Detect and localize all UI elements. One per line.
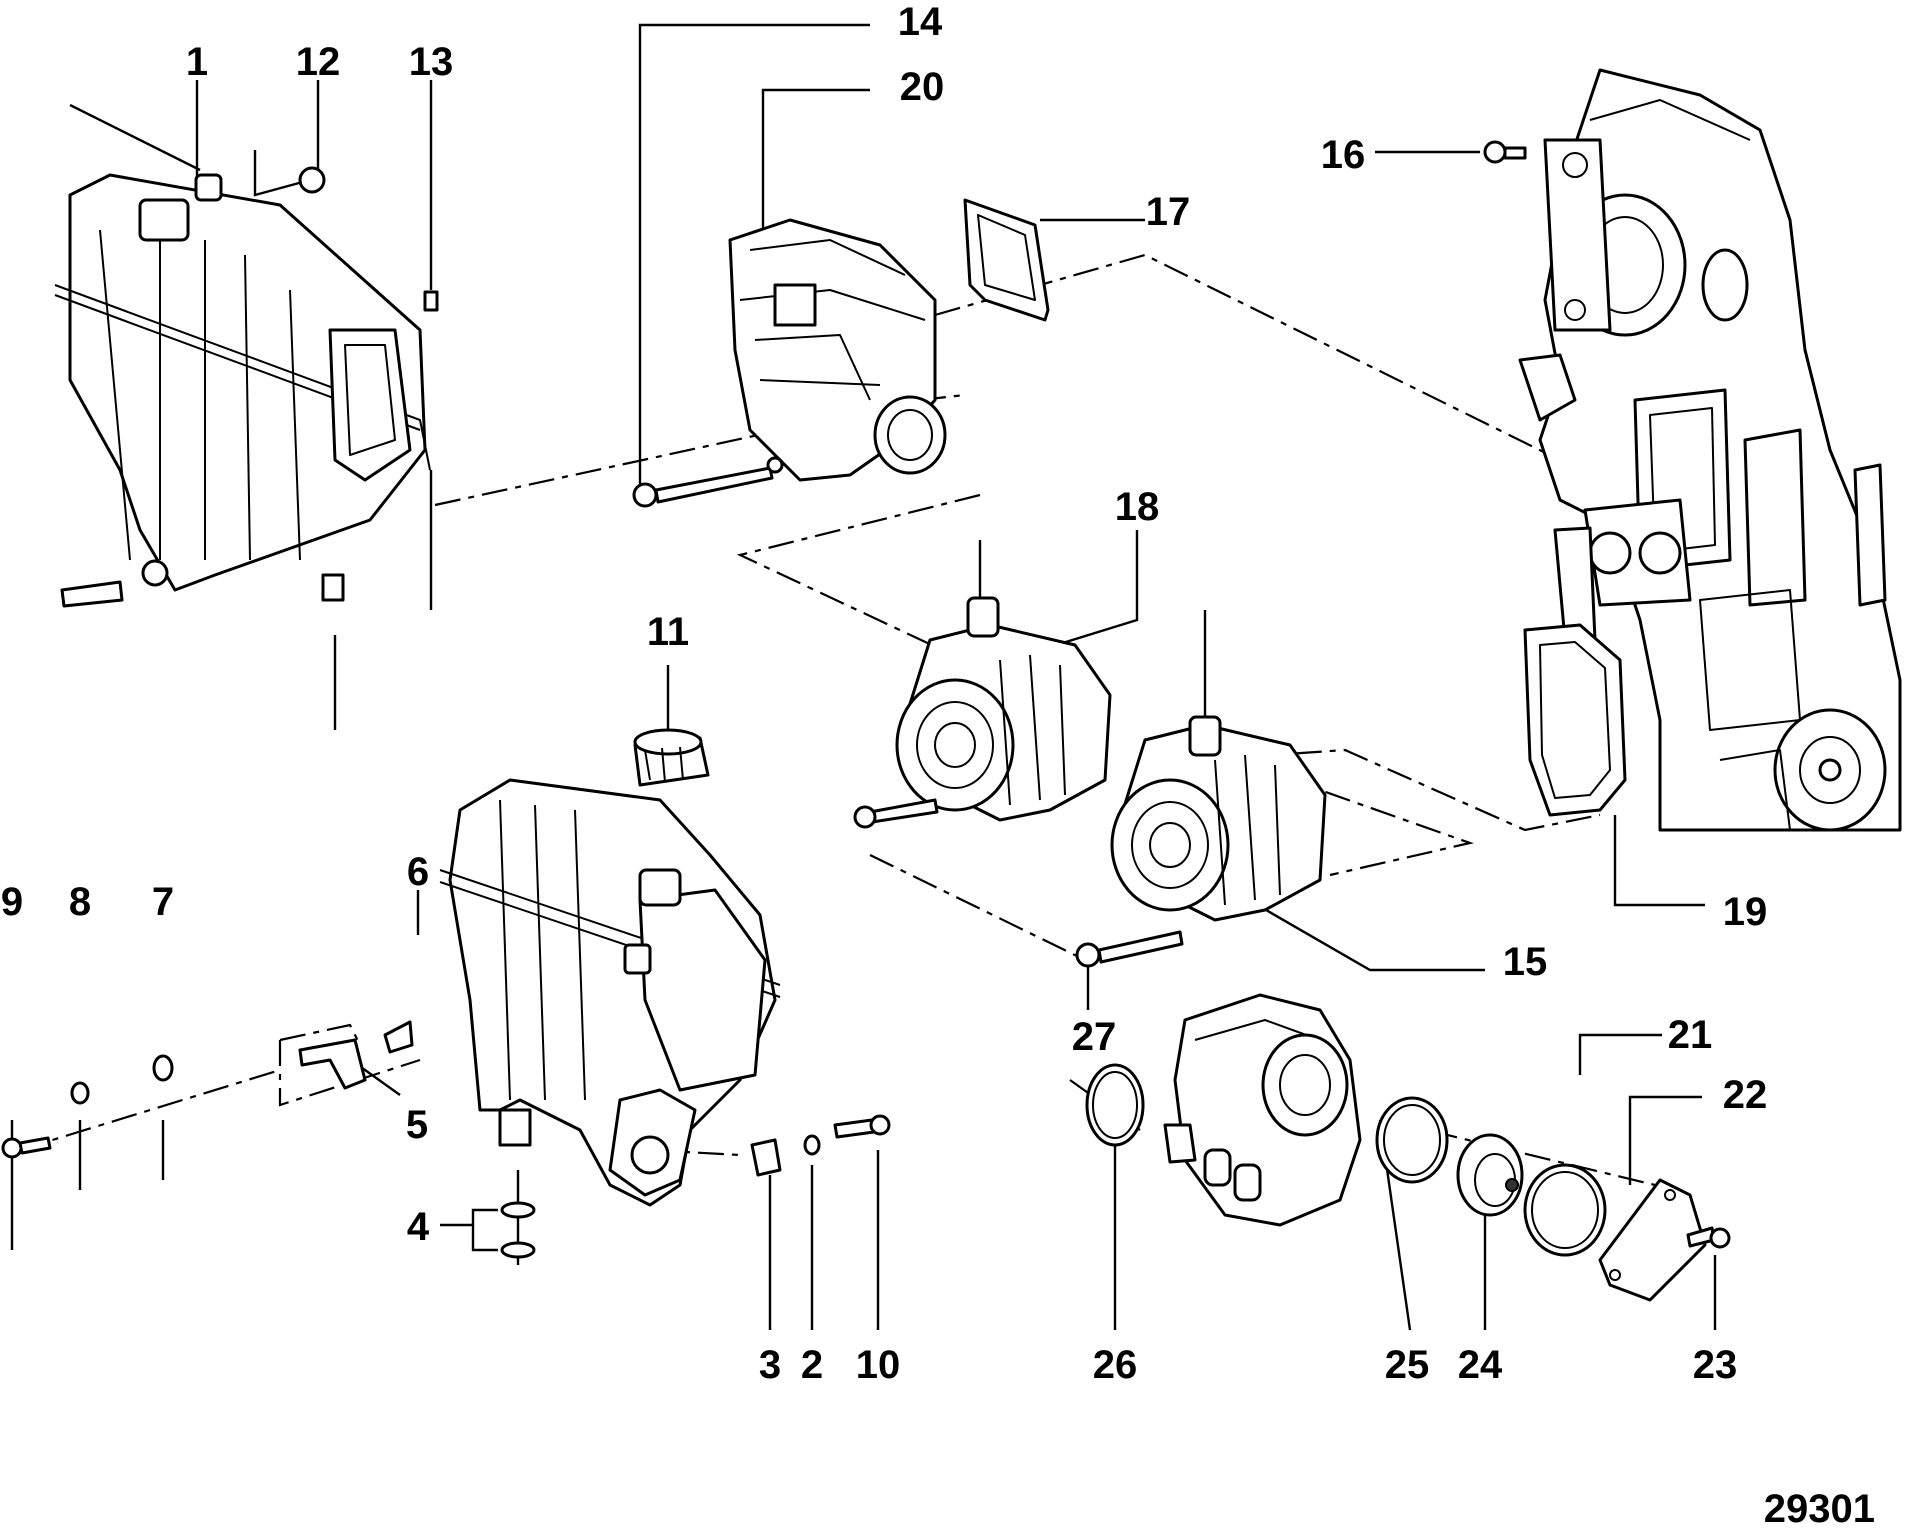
callout-23: 23 xyxy=(1693,1343,1738,1387)
figure-number: 29301 xyxy=(1764,1487,1875,1531)
hardware-7-8-9 xyxy=(1,1054,174,1159)
bolt-27 xyxy=(1075,930,1184,968)
callout-19: 19 xyxy=(1723,890,1768,934)
callout-26: 26 xyxy=(1093,1343,1138,1387)
coolant-reservoir-upper xyxy=(54,173,431,608)
bracket-5-6 xyxy=(298,1020,414,1090)
nut-12 xyxy=(298,166,326,194)
callout-5: 5 xyxy=(406,1103,428,1147)
callout-11: 11 xyxy=(647,610,689,654)
callout-18: 18 xyxy=(1115,485,1160,529)
callout-7: 7 xyxy=(152,880,174,924)
callout-13: 13 xyxy=(409,40,454,84)
callout-24: 24 xyxy=(1458,1343,1503,1387)
callout-1: 1 xyxy=(186,40,208,84)
callout-14: 14 xyxy=(898,0,943,44)
thermostat-housing-upper xyxy=(728,218,947,482)
callout-15: 15 xyxy=(1503,940,1548,984)
gasket-17 xyxy=(963,198,1050,322)
circulation-pump-18 xyxy=(853,596,1112,829)
stud-13 xyxy=(423,290,439,312)
cover-22 xyxy=(1598,1178,1707,1302)
callout-17: 17 xyxy=(1146,190,1191,234)
callout-6: 6 xyxy=(407,850,429,894)
thermostat-housing-lower xyxy=(1163,993,1362,1227)
filler-cap-11 xyxy=(633,728,710,787)
o-rings-4 xyxy=(500,1201,536,1259)
callout-2: 2 xyxy=(801,1343,823,1387)
callout-12: 12 xyxy=(296,40,341,84)
callout-21: 21 xyxy=(1668,1013,1713,1057)
callout-22: 22 xyxy=(1723,1073,1768,1117)
callout-25: 25 xyxy=(1385,1343,1430,1387)
thermostat-24 xyxy=(1456,1133,1524,1217)
callout-3: 3 xyxy=(759,1343,781,1387)
leader-lines xyxy=(10,23,1717,1331)
circulation-pump-15 xyxy=(1110,715,1327,922)
callout-9: 9 xyxy=(1,880,23,924)
callout-labels: 1 12 13 14 20 17 16 18 11 6 9 8 7 5 4 3 … xyxy=(1,0,1767,1387)
callout-8: 8 xyxy=(69,880,91,924)
callout-4: 4 xyxy=(407,1205,430,1249)
o-ring-25 xyxy=(1375,1096,1449,1184)
engine-block xyxy=(1483,68,1902,832)
hardware-3-2-10 xyxy=(750,1114,891,1177)
o-ring-26 xyxy=(1085,1063,1145,1147)
bolt-14 xyxy=(632,456,784,508)
callout-27: 27 xyxy=(1072,1015,1117,1059)
seal-21 xyxy=(1523,1163,1607,1257)
coolant-reservoir-lower xyxy=(439,778,781,1207)
callout-10: 10 xyxy=(856,1343,901,1387)
callout-20: 20 xyxy=(900,65,945,109)
screw-23 xyxy=(1686,1226,1731,1249)
callout-16: 16 xyxy=(1321,133,1366,177)
